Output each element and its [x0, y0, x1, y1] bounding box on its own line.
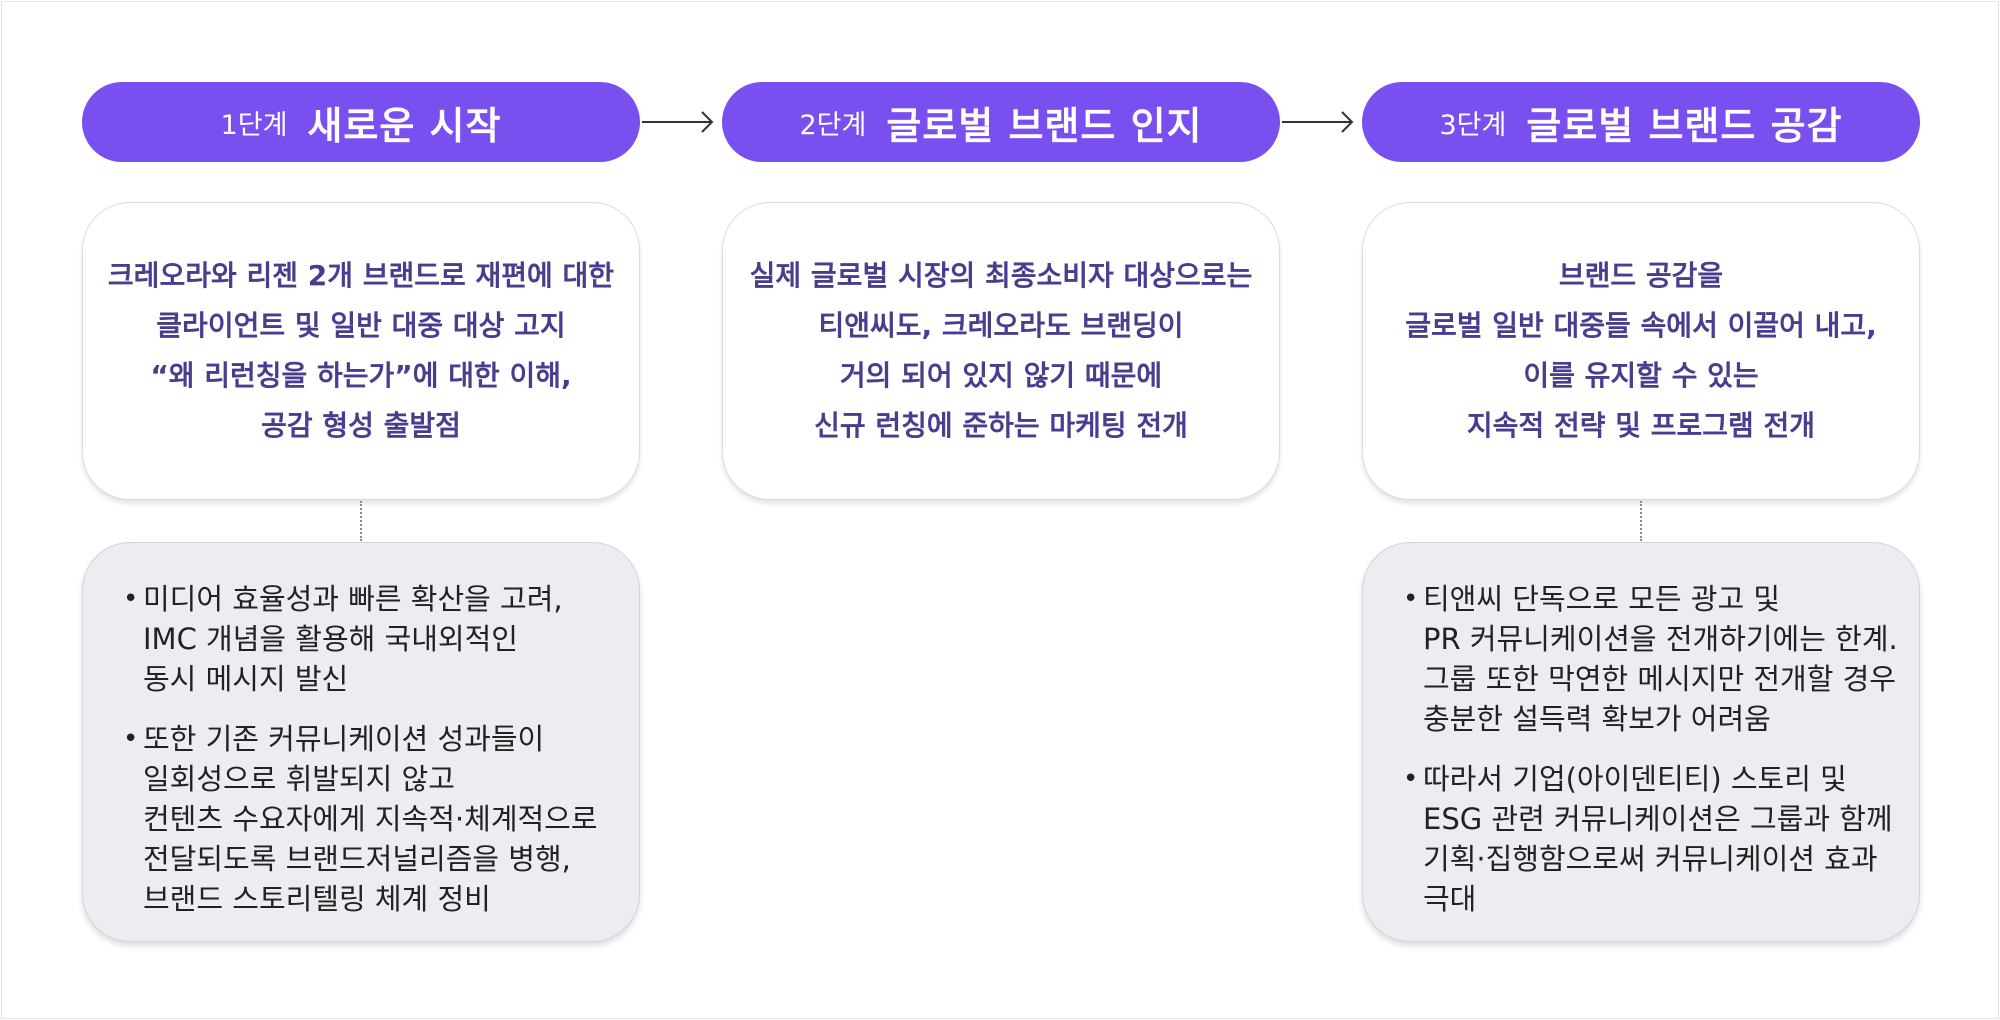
- stage-2-number: 2단계: [799, 109, 867, 141]
- bullet-dot-icon: •: [123, 724, 139, 754]
- detail-line: IMC 개념을 활용해 국내외적인: [143, 622, 518, 656]
- detail-bullet: •따라서 기업(아이덴티티) 스토리 및 ESG 관련 커뮤니케이션은 그룹과 함…: [1403, 759, 1919, 919]
- detail-bullet: •티앤씨 단독으로 모든 광고 및 PR 커뮤니케이션을 전개하기에는 한계. 그룹…: [1403, 579, 1919, 739]
- description-line: 지속적 전략 및 프로그램 전개: [1466, 409, 1816, 442]
- detail-line: 극대: [1423, 882, 1477, 916]
- description-line: 크레오라와 리젠 2개 브랜드로 재편에 대한: [107, 259, 615, 292]
- detail-line: 미디어 효율성과 빠른 확산을 고려,: [143, 582, 563, 616]
- description-line: 실제 글로벌 시장의 최종소비자 대상으로는: [749, 259, 1253, 292]
- bullet-dot-icon: •: [1403, 764, 1419, 794]
- detail-line: 브랜드 스토리텔링 체계 정비: [143, 882, 491, 916]
- detail-line: 그룹 또한 막연한 메시지만 전개할 경우: [1423, 662, 1896, 696]
- dotted-connector: [360, 501, 362, 541]
- stage-3-header: 3단계 글로벌 브랜드 공감: [1362, 82, 1920, 162]
- stage-1-title: 새로운 시작: [307, 103, 502, 148]
- detail-line: 전달되도록 브랜드저널리즘을 병행,: [143, 842, 571, 876]
- stage-3-number: 3단계: [1439, 109, 1507, 141]
- stage-2-title: 글로벌 브랜드 인지: [886, 103, 1203, 148]
- description-line: 브랜드 공감을: [1558, 259, 1724, 292]
- description-line: 거의 되어 있지 않기 때문에: [839, 359, 1163, 392]
- detail-line: ESG 관련 커뮤니케이션은 그룹과 함께: [1423, 802, 1893, 836]
- stage-1-header: 1단계 새로운 시작: [82, 82, 640, 162]
- dotted-connector: [1640, 501, 1642, 541]
- stage-3-title: 글로벌 브랜드 공감: [1526, 103, 1843, 148]
- detail-line: 티앤씨 단독으로 모든 광고 및: [1423, 582, 1781, 616]
- detail-line: 컨텐츠 수요자에게 지속적·체계적으로: [143, 802, 598, 836]
- description-line: 클라이언트 및 일반 대중 대상 고지: [156, 309, 566, 342]
- description-line: 이를 유지할 수 있는: [1523, 359, 1759, 392]
- arrow-right-icon: [1282, 111, 1354, 133]
- arrow-right-icon: [642, 111, 714, 133]
- bullet-dot-icon: •: [1403, 584, 1419, 614]
- stage-1-number: 1단계: [220, 109, 288, 141]
- stage-2-header: 2단계 글로벌 브랜드 인지: [722, 82, 1280, 162]
- detail-line: 기획·집행함으로써 커뮤니케이션 효과: [1423, 842, 1878, 876]
- detail-line: 또한 기존 커뮤니케이션 성과들이: [143, 722, 545, 756]
- detail-line: 일회성으로 휘발되지 않고: [143, 762, 455, 796]
- detail-line: 따라서 기업(아이덴티티) 스토리 및: [1423, 762, 1847, 796]
- detail-line: PR 커뮤니케이션을 전개하기에는 한계.: [1423, 622, 1898, 656]
- description-line: 신규 런칭에 준하는 마케팅 전개: [814, 409, 1188, 442]
- description-line: “왜 리런칭을 하는가”에 대한 이해,: [150, 359, 572, 392]
- detail-line: 충분한 설득력 확보가 어려움: [1423, 702, 1771, 736]
- detail-line: 동시 메시지 발신: [143, 662, 349, 696]
- description-line: 티앤씨도, 크레오라도 브랜딩이: [818, 309, 1184, 342]
- description-line: 글로벌 일반 대중들 속에서 이끌어 내고,: [1405, 309, 1877, 342]
- description-line: 공감 형성 출발점: [261, 409, 461, 442]
- bullet-dot-icon: •: [123, 584, 139, 614]
